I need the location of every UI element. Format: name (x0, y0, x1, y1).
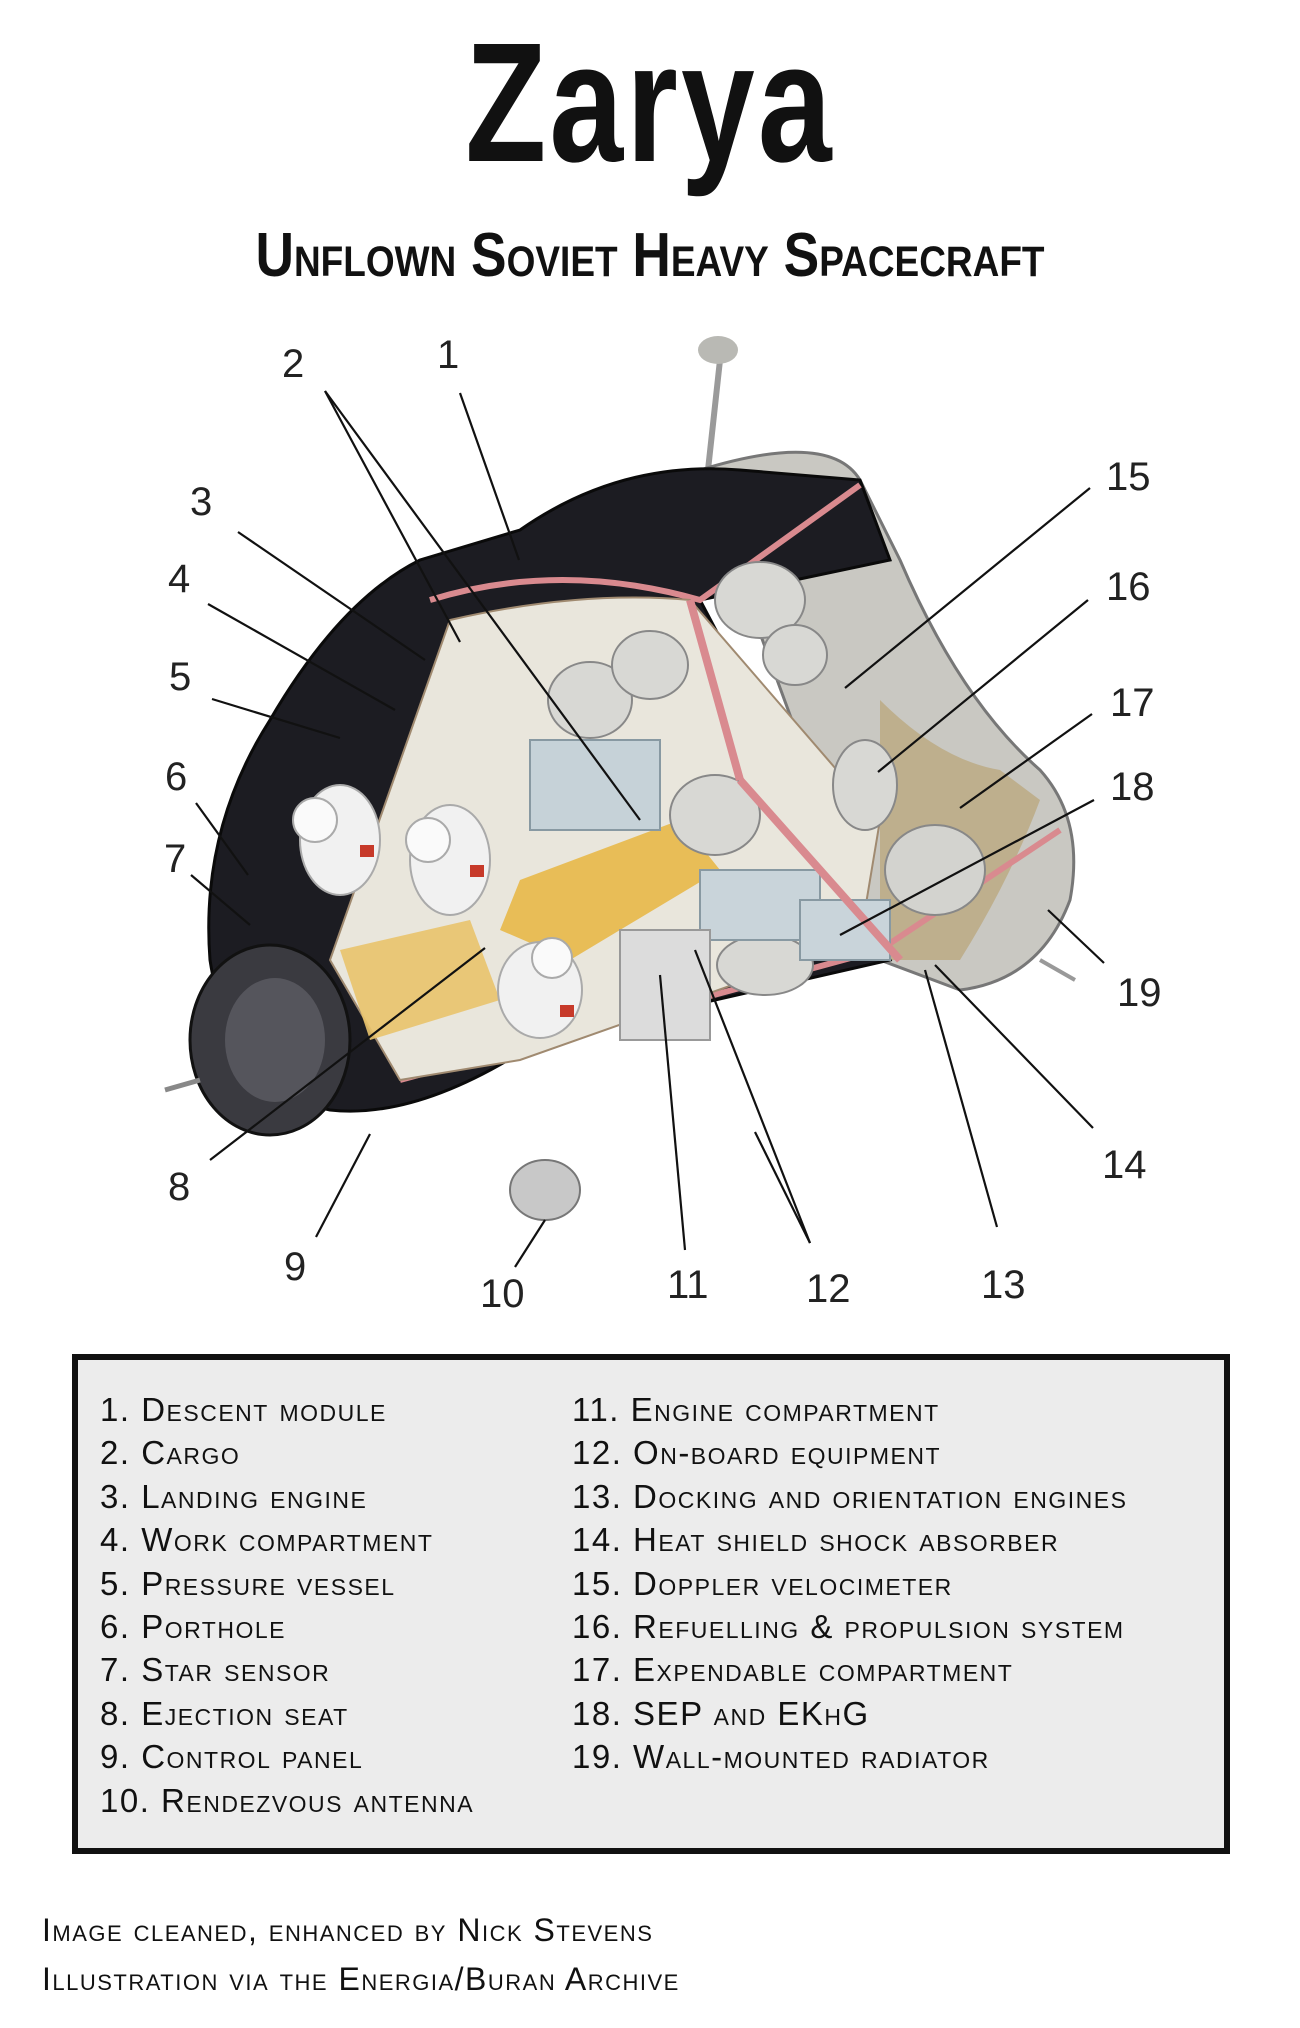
legend-item: 1. Descent module (100, 1391, 387, 1428)
legend-column-right: 11. Engine compartment 12. On-board equi… (572, 1388, 1127, 1779)
legend-item: 11. Engine compartment (572, 1391, 940, 1428)
legend-item: 14. Heat shield shock absorber (572, 1521, 1060, 1559)
callout-7: 7 (164, 837, 186, 881)
callout-numbers: 1 2 3 4 5 6 7 8 9 10 11 12 13 14 15 16 1… (164, 333, 1162, 1316)
callout-6: 6 (165, 755, 187, 799)
image-credit: Image cleaned, enhanced by Nick Stevens (42, 1912, 654, 1948)
spacecraft-cutaway-diagram: 1 2 3 4 5 6 7 8 9 10 11 12 13 14 15 16 1… (164, 333, 1162, 1316)
spacecraft-illustration (164, 336, 1076, 1221)
page-title: Zarya (465, 8, 835, 198)
legend-item: 2. Cargo (100, 1434, 241, 1472)
callout-3: 3 (190, 480, 212, 524)
legend-item: 5. Pressure vessel (100, 1564, 396, 1602)
credits: Image cleaned, enhanced by Nick Stevens … (42, 1906, 680, 2004)
legend-item: 13. Docking and orientation engines (572, 1477, 1128, 1515)
callout-12: 12 (806, 1267, 851, 1311)
callout-9: 9 (284, 1245, 306, 1289)
callout-13: 13 (981, 1263, 1026, 1307)
illustration-credit: Illustration via the Energia/Buran Archi… (42, 1961, 680, 1997)
legend-box: 1. Descent module 2. Cargo 3. Landing en… (72, 1354, 1230, 1854)
page-subtitle: Unflown Soviet Heavy Spacecraft (255, 221, 1045, 290)
leader-lines (190, 390, 1105, 1268)
callout-17: 17 (1110, 681, 1155, 725)
legend-item: 19. Wall-mounted radiator (572, 1738, 990, 1776)
legend-item: 8. Ejection seat (100, 1694, 349, 1732)
callout-5: 5 (169, 655, 191, 699)
callout-18: 18 (1110, 765, 1155, 809)
legend-item: 9. Control panel (100, 1738, 364, 1776)
legend-item: 18. SEP and EKhG (572, 1694, 870, 1732)
callout-16: 16 (1106, 565, 1151, 609)
legend-column-left: 1. Descent module 2. Cargo 3. Landing en… (100, 1388, 474, 1822)
callout-8: 8 (168, 1165, 190, 1209)
callout-10: 10 (480, 1272, 525, 1316)
callout-2: 2 (282, 342, 304, 386)
legend-item: 3. Landing engine (100, 1477, 368, 1515)
legend-item: 6. Porthole (100, 1608, 286, 1646)
callout-14: 14 (1102, 1143, 1147, 1187)
legend-item: 4. Work compartment (100, 1521, 434, 1559)
callout-4: 4 (168, 557, 190, 601)
legend-item: 7. Star sensor (100, 1651, 331, 1689)
callout-1: 1 (437, 333, 459, 377)
legend-item: 15. Doppler velocimeter (572, 1564, 953, 1602)
callout-19: 19 (1117, 971, 1162, 1015)
callout-11: 11 (667, 1263, 709, 1307)
legend-item: 10. Rendezvous antenna (100, 1781, 475, 1819)
legend-item: 12. On-board equipment (572, 1434, 942, 1472)
legend-item: 16. Refuelling & propulsion system (572, 1608, 1125, 1646)
legend-item: 17. Expendable compartment (572, 1651, 1014, 1689)
callout-15: 15 (1106, 455, 1151, 499)
